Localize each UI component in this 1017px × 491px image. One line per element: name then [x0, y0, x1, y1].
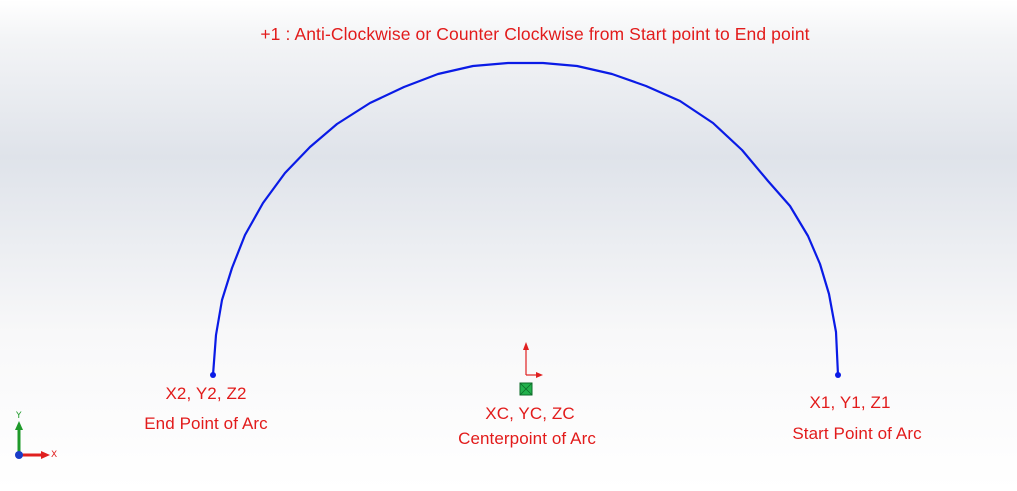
start-point-caption: Start Point of Arc	[792, 424, 922, 443]
center-point-marker[interactable]	[519, 342, 543, 396]
start-point-coords: X1, Y1, Z1	[809, 393, 891, 412]
triad-x-label: X	[51, 450, 58, 460]
arc-curve[interactable]	[211, 61, 840, 376]
coordinate-triad	[15, 421, 50, 459]
origin-dot	[15, 451, 23, 459]
start-point-marker[interactable]	[835, 372, 841, 378]
center-point-coords: XC, YC, ZC	[485, 404, 575, 423]
end-point-marker[interactable]	[210, 372, 216, 378]
direction-annotation: +1 : Anti-Clockwise or Counter Clockwise…	[260, 24, 810, 44]
end-point-caption: End Point of Arc	[144, 414, 268, 433]
end-point-coords: X2, Y2, Z2	[165, 384, 247, 403]
triad-y-label: Y	[16, 411, 22, 421]
center-point-caption: Centerpoint of Arc	[458, 429, 596, 448]
